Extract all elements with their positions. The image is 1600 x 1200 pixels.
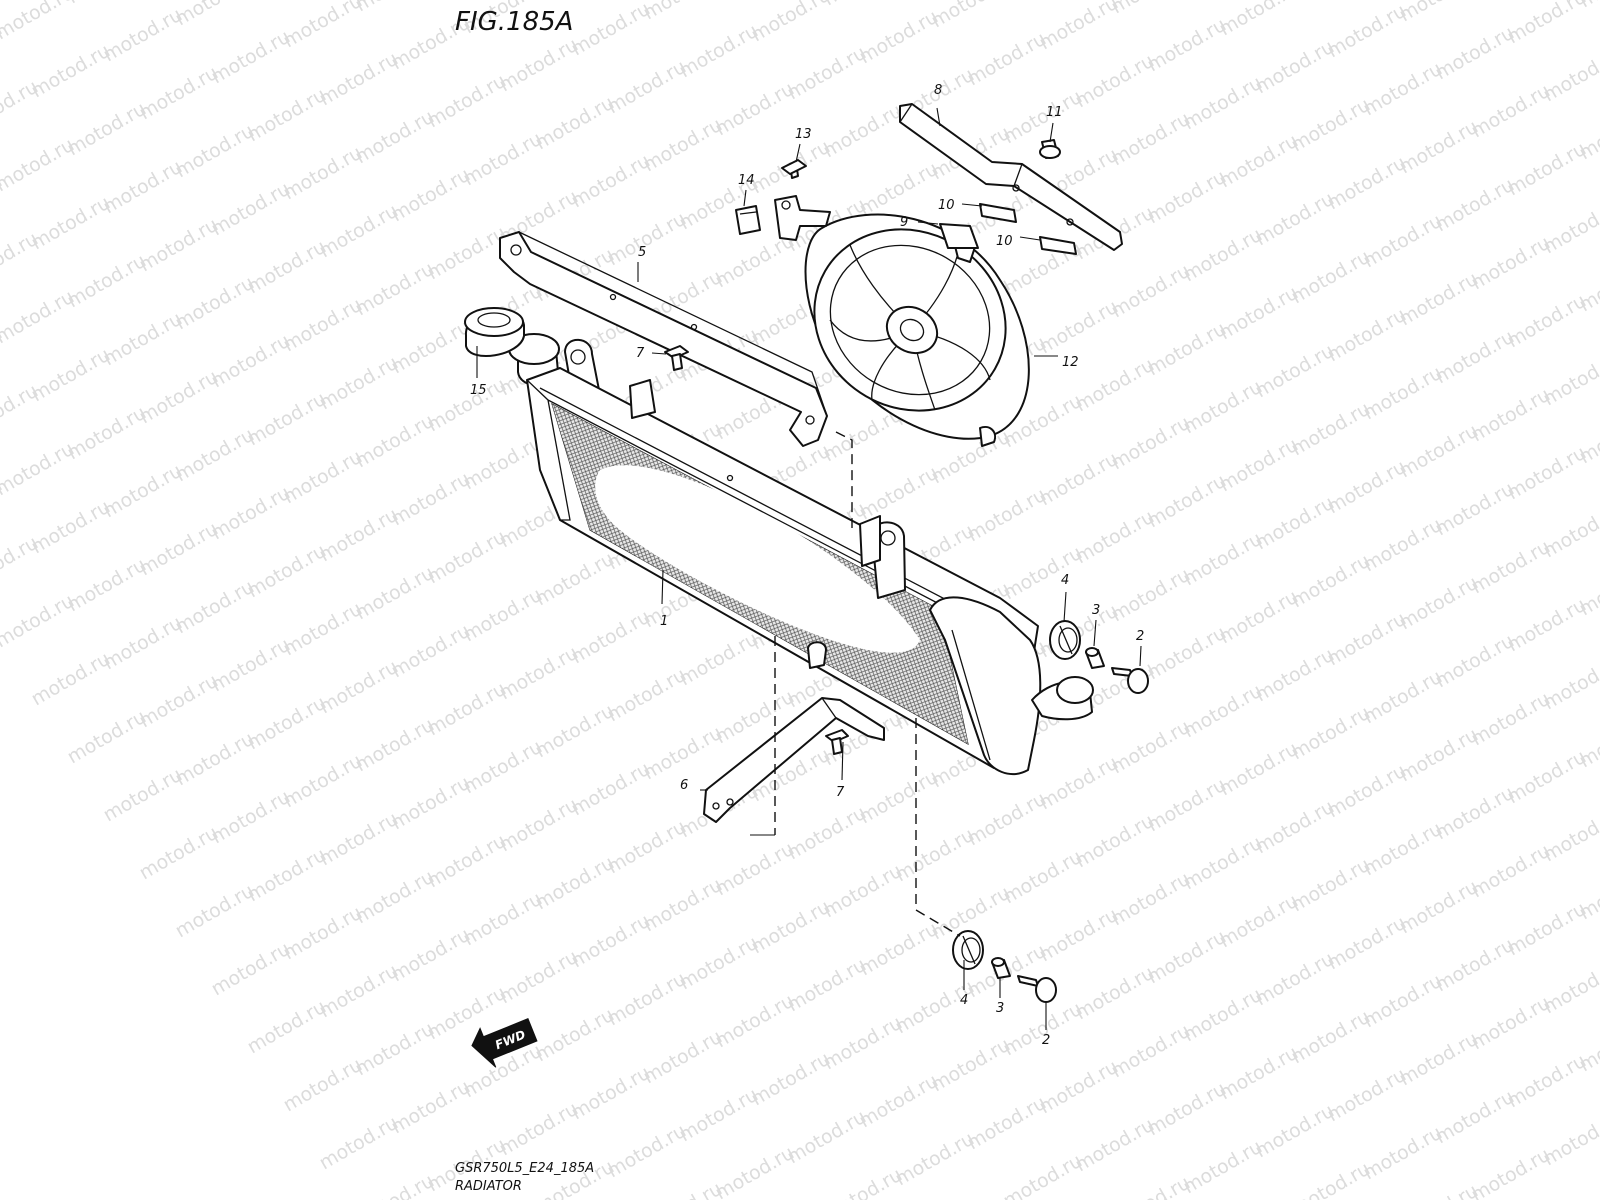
callout-4-upper: 4 bbox=[1061, 573, 1069, 588]
callout-10-upper: 10 bbox=[938, 198, 955, 213]
shroud-plate bbox=[899, 103, 1123, 251]
callout-2-upper: 2 bbox=[1136, 629, 1144, 644]
watermark-text: motod.ru bbox=[1540, 956, 1600, 1019]
bolt-7-upper bbox=[664, 345, 689, 371]
callout-8: 8 bbox=[934, 83, 942, 98]
grommet-4-lower bbox=[952, 930, 984, 970]
collar-3-upper bbox=[1085, 647, 1105, 669]
watermark-text: motod.ru bbox=[928, 0, 1014, 32]
callout-9: 9 bbox=[900, 215, 908, 230]
watermark-text: motod.ru bbox=[1540, 652, 1600, 715]
callout-1: 1 bbox=[660, 614, 668, 629]
radiator-cap bbox=[464, 307, 525, 358]
upper-bracket bbox=[499, 231, 828, 447]
lower-bracket bbox=[703, 697, 885, 823]
watermark-text: motod.ru bbox=[820, 0, 906, 10]
watermark-text: motod.ru bbox=[1540, 500, 1600, 563]
watermark-text: motod.ru bbox=[1108, 0, 1194, 18]
callout-10-lower: 10 bbox=[996, 234, 1013, 249]
watermark-text: motod.ru bbox=[1504, 0, 1590, 48]
watermark-text: motod.ru bbox=[280, 0, 366, 52]
callout-12: 12 bbox=[1062, 355, 1079, 370]
watermark-text: motod.ru bbox=[1288, 0, 1374, 4]
watermark-text: motod.ru bbox=[1540, 1108, 1600, 1171]
figure-name: RADIATOR bbox=[455, 1179, 522, 1194]
watermark-text: motod.ru bbox=[1576, 1166, 1600, 1200]
watermark-text: motod.ru bbox=[352, 1170, 438, 1200]
watermark-text: motod.ru bbox=[820, 1164, 906, 1200]
watermark-text: motod.ru bbox=[640, 0, 726, 24]
callout-5: 5 bbox=[638, 245, 646, 260]
watermark-text: motod.ru bbox=[172, 0, 258, 30]
callout-13: 13 bbox=[795, 127, 812, 142]
radiator-core bbox=[551, 402, 969, 745]
bolt-13 bbox=[781, 159, 807, 179]
callout-3-lower: 3 bbox=[996, 1001, 1004, 1016]
figure-title: FIG.185A bbox=[455, 7, 573, 37]
callout-6: 6 bbox=[680, 778, 688, 793]
leader-lines bbox=[476, 107, 1142, 1030]
callout-3-upper: 3 bbox=[1092, 603, 1100, 618]
callout-7-lower: 7 bbox=[836, 785, 845, 800]
collar-3-lower bbox=[991, 957, 1011, 979]
watermark-text: motod.ru bbox=[64, 0, 150, 8]
watermark-text: motod.ru bbox=[0, 0, 78, 44]
bolt-2-lower bbox=[1017, 975, 1057, 1003]
watermark-text: motod.ru bbox=[532, 0, 618, 2]
callout-14: 14 bbox=[738, 173, 755, 188]
callout-15: 15 bbox=[470, 383, 487, 398]
radiator bbox=[508, 333, 1094, 775]
watermark-text: motod.ru bbox=[1540, 196, 1600, 259]
watermark-text: motod.ru bbox=[1396, 0, 1482, 26]
bolt-2-upper bbox=[1111, 667, 1149, 694]
pad-9 bbox=[939, 223, 979, 249]
watermark-text: motod.ru bbox=[352, 0, 438, 16]
watermark-text: motod.ru bbox=[1540, 44, 1600, 107]
callout-4-lower: 4 bbox=[960, 993, 968, 1008]
callout-2-lower: 2 bbox=[1042, 1033, 1050, 1048]
pad-10-lower bbox=[1039, 236, 1077, 255]
clip-11 bbox=[1039, 139, 1061, 159]
watermark-text: motod.ru bbox=[748, 0, 834, 46]
nut-14 bbox=[735, 205, 761, 235]
watermark-text: motod.ru bbox=[1540, 804, 1600, 867]
watermark-text: motod.ru bbox=[1540, 348, 1600, 411]
bolt-7-lower bbox=[825, 729, 849, 755]
pad-10-upper bbox=[979, 203, 1017, 223]
figure-code: GSR750L5_E24_185A bbox=[455, 1161, 594, 1176]
callout-11: 11 bbox=[1046, 105, 1063, 120]
watermark-text: motod.ru bbox=[1036, 0, 1122, 54]
callout-7-upper: 7 bbox=[636, 346, 645, 361]
watermark-text: motod.ru bbox=[1216, 0, 1302, 40]
watermark-text: motod.ru bbox=[1108, 1172, 1194, 1200]
cooling-fan bbox=[774, 195, 1030, 447]
assembly-lines bbox=[750, 431, 961, 937]
grommet-4-upper bbox=[1049, 620, 1081, 660]
callouts: 1 5 6 7 7 8 9 10 10 11 12 13 14 15 4 3 2… bbox=[470, 83, 1144, 1048]
